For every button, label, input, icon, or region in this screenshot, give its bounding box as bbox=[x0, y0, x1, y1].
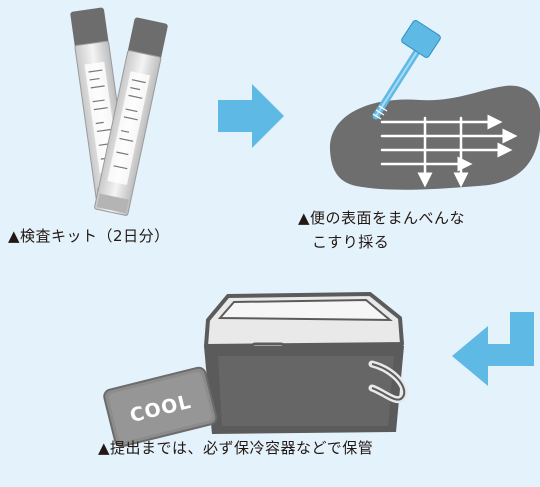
test-tube-right bbox=[94, 17, 168, 216]
cooler-box-illustration bbox=[204, 292, 408, 434]
caption-stool-sampling: ▲便の表面をまんべんな こすり採る bbox=[298, 206, 465, 254]
arrow-return-left-icon bbox=[452, 312, 534, 386]
caption-test-kit: ▲検査キット（2日分） bbox=[8, 227, 170, 245]
arrow-right-icon bbox=[218, 84, 284, 148]
cool-pack: COOL bbox=[103, 366, 218, 448]
caption-storage: ▲提出までは、必ず保冷容器などで保管 bbox=[98, 439, 374, 457]
caption-stool-sampling-line-1: ▲便の表面をまんべんな bbox=[298, 209, 466, 227]
caption-stool-sampling-line-2: こすり採る bbox=[312, 233, 390, 251]
stool-sample-illustration bbox=[329, 20, 540, 190]
sampling-motion-lines bbox=[380, 114, 518, 188]
test-kit-tubes bbox=[70, 7, 168, 216]
stool-shape bbox=[329, 85, 540, 190]
sampling-stick bbox=[372, 20, 441, 120]
